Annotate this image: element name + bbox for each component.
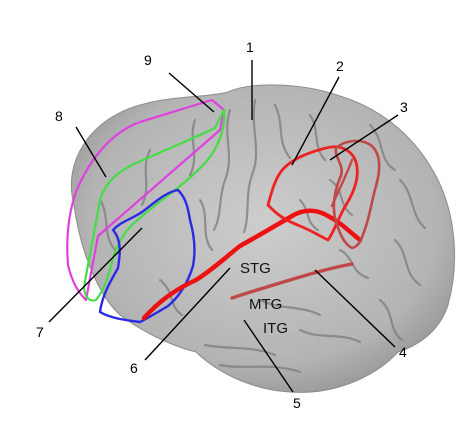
leader-line-5 <box>243 319 294 393</box>
region-3-outline <box>332 139 381 250</box>
leader-line-8 <box>75 126 107 178</box>
label-itg: ITG <box>263 320 288 337</box>
label-2: 2 <box>336 58 344 74</box>
leader-line-6 <box>144 267 231 361</box>
region-7-outline <box>98 188 196 324</box>
leader-line-2 <box>291 76 340 166</box>
leader-line-4 <box>314 269 396 348</box>
label-stg: STG <box>240 260 271 277</box>
label-9: 9 <box>144 52 152 68</box>
brain-image <box>70 84 456 393</box>
leader-line-3 <box>329 114 399 161</box>
label-7: 7 <box>36 324 44 340</box>
brain-sulci <box>98 98 427 374</box>
region-9-outline <box>82 108 226 302</box>
label-mtg: MTG <box>249 296 282 313</box>
label-1: 1 <box>246 39 254 55</box>
label-5: 5 <box>293 395 301 411</box>
superior-temporal-sulcus-line <box>230 262 354 300</box>
sylvian-fissure-line <box>141 208 363 321</box>
brain-outline <box>70 84 456 393</box>
label-6: 6 <box>130 360 138 376</box>
region-3-inner-line <box>330 158 354 208</box>
label-4: 4 <box>399 344 407 360</box>
leader-line-9 <box>168 72 215 113</box>
region-2-outline <box>266 145 359 242</box>
label-8: 8 <box>55 108 63 124</box>
label-3: 3 <box>400 99 408 115</box>
region-8-outline <box>66 98 226 302</box>
leader-line-7 <box>48 227 143 323</box>
